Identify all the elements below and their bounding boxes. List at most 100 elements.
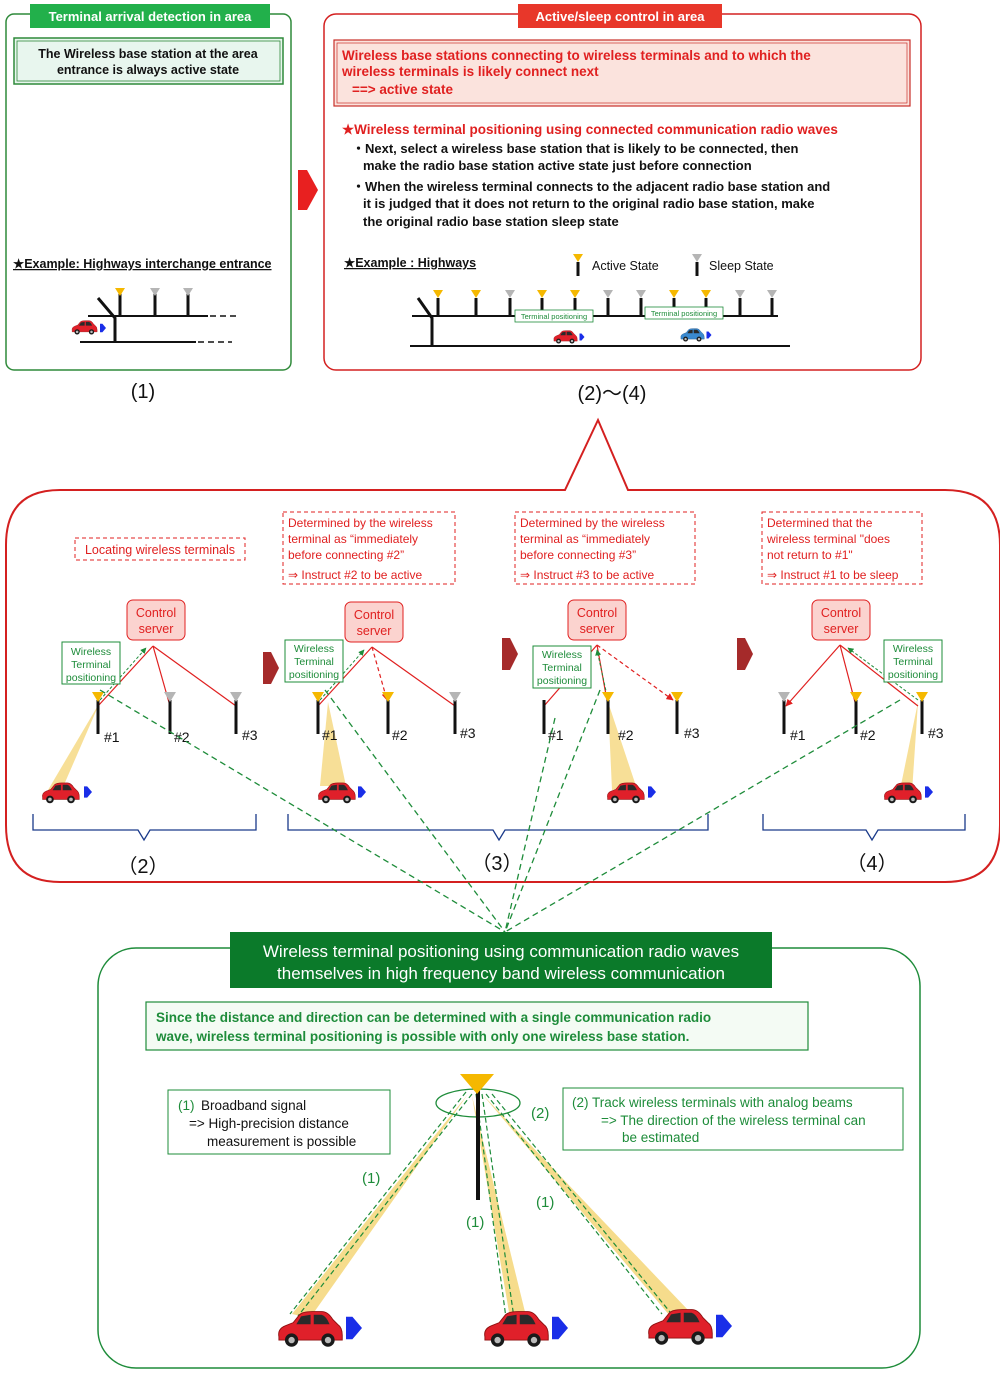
stage1-wtp-box <box>61 641 121 685</box>
stage3-note-line2: terminal as “immediately <box>520 532 650 546</box>
stage2-wtp-line2: Terminal <box>294 656 334 668</box>
stage4-note-line3: not return to #1" <box>767 548 853 562</box>
stage4-server <box>811 599 871 641</box>
stage2-wtp-line3: positioning <box>289 669 339 681</box>
stage1-wtp-line1: Wireless <box>71 646 111 658</box>
legend-active-label: Active State <box>592 259 659 273</box>
panel1-note-box <box>13 37 284 85</box>
stage4-st2: #2 <box>860 727 876 743</box>
stage2-server-line1: Control <box>354 608 394 622</box>
flow-arrow-icon <box>298 170 318 210</box>
stage-arrow-icon <box>263 652 279 684</box>
stage2-note-box <box>282 511 456 585</box>
connector-lines <box>99 689 901 933</box>
panel2-bullet2-line1: ・When the wireless terminal connects to … <box>352 179 830 194</box>
panel1-example: ★Example: Highways interchange entrance <box>13 257 272 271</box>
stage4-st1: #1 <box>790 727 806 743</box>
note2-line1: (2) Track wireless terminals with analog… <box>572 1095 853 1110</box>
stage4-wtp-line3: positioning <box>888 669 938 681</box>
stage2-st3: #3 <box>460 725 476 741</box>
active-station-icon <box>669 290 679 298</box>
sleep-station-icon <box>735 290 745 298</box>
stage4-wtp-box <box>883 639 943 683</box>
panel-active-sleep: Active/sleep control in area Wireless ba… <box>323 4 922 405</box>
stage2-server-line2: server <box>357 624 392 638</box>
stage2-note-line3: before connecting #2” <box>288 548 404 562</box>
active-station-icon <box>537 290 547 298</box>
stage1-st1: #1 <box>104 729 120 745</box>
stage4-note-box <box>761 511 923 585</box>
stage2-st1: #1 <box>322 727 338 743</box>
stage3-server-line2: server <box>580 622 615 636</box>
stage3-caption: （3） <box>471 852 522 875</box>
bottom-title-box <box>230 932 772 988</box>
stage1-server-line2: server <box>139 622 174 636</box>
beam-label-d: (2) <box>531 1105 549 1122</box>
active-station-icon <box>471 290 481 298</box>
panel2-tab <box>518 4 722 28</box>
stage3-st3: #3 <box>684 725 700 741</box>
stage3-wtp-box <box>532 645 592 689</box>
stage2-caption: （2） <box>117 855 168 878</box>
note1-num: (1) <box>178 1098 195 1113</box>
stage3-wtp-line1: Wireless <box>542 649 582 661</box>
stage4-st3: #3 <box>928 725 944 741</box>
stage1-note-box <box>74 537 246 561</box>
bottom-panel: Wireless terminal positioning using comm… <box>97 932 921 1369</box>
bottom-box <box>145 1001 809 1051</box>
stage4-note-line1: Determined that the <box>767 516 873 530</box>
stage4-note-line2: wireless terminal "does <box>766 532 890 546</box>
active-station-icon <box>433 290 443 298</box>
note1-line2: => High-precision distance <box>189 1116 349 1131</box>
panel1-note-line1: The Wireless base station at the area <box>38 47 258 61</box>
stage2-server <box>344 601 404 643</box>
note1-line3: measurement is possible <box>207 1134 356 1149</box>
positioning-label-box-2 <box>644 306 724 320</box>
stage1-st3: #3 <box>242 727 258 743</box>
stage3-st2: #2 <box>618 727 634 743</box>
stage1-server-line1: Control <box>136 606 176 620</box>
bottom-box-line2: wave, wireless terminal positioning is p… <box>155 1029 689 1044</box>
panel2-highway: Terminal positioning Terminal positionin… <box>410 290 790 347</box>
stage3-wtp-line2: Terminal <box>542 662 582 674</box>
stage2-scene: Control server Wireless Terminal positio… <box>284 601 476 804</box>
stage4-wtp-line2: Terminal <box>893 656 933 668</box>
stage4-server-line2: server <box>824 622 859 636</box>
stage2-note-line1: Determined by the wireless <box>288 516 433 530</box>
sleep-station-icon <box>636 290 646 298</box>
stage-braces <box>32 814 966 842</box>
stage4-caption: （4） <box>846 852 897 875</box>
stage4-server-line1: Control <box>821 606 861 620</box>
stage2-wtp-line1: Wireless <box>294 643 334 655</box>
stage3-server-line1: Control <box>577 606 617 620</box>
legend-sleep-label: Sleep State <box>709 259 774 273</box>
panel-terminal-arrival: Terminal arrival detection in area The W… <box>5 4 292 403</box>
beams <box>289 1091 688 1319</box>
panel2-box-line2: wireless terminals is likely connect nex… <box>341 64 599 79</box>
stage2-note-line2: terminal as “immediately <box>288 532 418 546</box>
stage1-st2: #2 <box>174 729 190 745</box>
panel2-heading: ★Wireless terminal positioning using con… <box>342 122 838 137</box>
sleep-station-icon <box>767 290 777 298</box>
note1-box <box>167 1089 391 1155</box>
stage2-note-line4: ⇒ Instruct #2 to be active <box>288 568 422 582</box>
stage1-wtp-line2: Terminal <box>71 659 111 671</box>
stage4-scene: Control server Wireless Terminal positio… <box>778 599 944 804</box>
note2-box <box>562 1087 904 1151</box>
panel2-box-line1: Wireless base stations connecting to wir… <box>342 48 811 63</box>
beam-label-b: (1) <box>466 1214 484 1231</box>
base-station-icon <box>460 1074 494 1094</box>
panel1-tab-label: Terminal arrival detection in area <box>49 9 253 24</box>
stages-panel: Locating wireless terminals Determined b… <box>5 417 1000 883</box>
panel2-legend: Active State Sleep State <box>573 254 774 276</box>
beam-label-a: (1) <box>362 1170 380 1187</box>
note2-line3: be estimated <box>622 1130 699 1145</box>
panel1-tab <box>30 4 270 28</box>
panel1-caption: (1) <box>131 381 155 403</box>
panel2-example: ★Example : Highways <box>344 256 476 270</box>
positioning-label-box-1 <box>514 309 594 323</box>
positioning-label-2: Terminal positioning <box>651 309 717 318</box>
panel2-bullet2-line3: the original radio base station sleep st… <box>363 214 619 229</box>
stage2-st2: #2 <box>392 727 408 743</box>
